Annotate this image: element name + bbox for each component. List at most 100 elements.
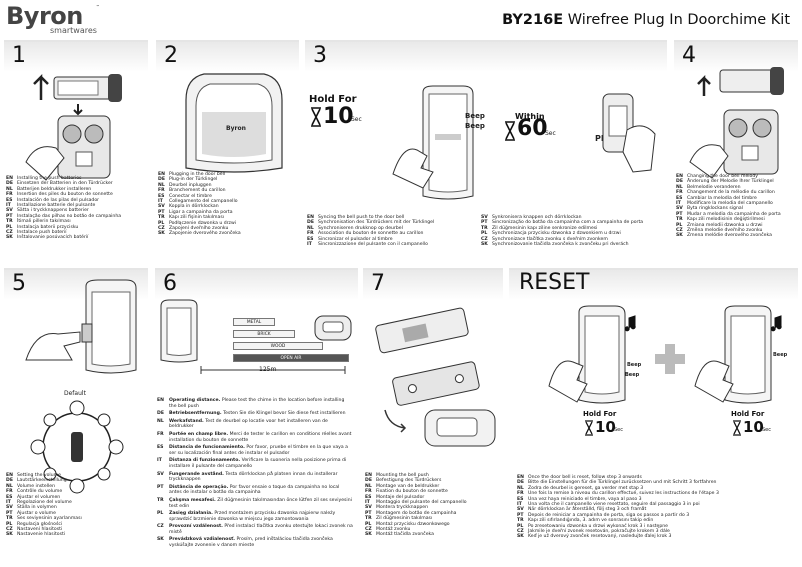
lang-code: SV bbox=[676, 206, 683, 212]
lang-code: EN bbox=[6, 473, 13, 478]
lang-code: NL bbox=[6, 483, 13, 489]
volume-button-illustration bbox=[25, 279, 137, 374]
lang-code: IT bbox=[365, 500, 370, 506]
reset-beep-3: Beep bbox=[773, 352, 788, 358]
lang-code: FR bbox=[158, 188, 165, 194]
lang-code: CZ bbox=[158, 226, 165, 232]
lang-code: TR bbox=[157, 497, 164, 503]
lang-text: Once the door bell is reset, follow step… bbox=[528, 475, 642, 480]
lang-code: CZ bbox=[481, 236, 488, 242]
lang-code: NL bbox=[365, 483, 372, 489]
lang-text: Nastavení hlasitosti bbox=[17, 527, 63, 533]
lang-code: TR bbox=[517, 518, 524, 524]
lang-code: EN bbox=[158, 172, 165, 177]
reset-beep-1: Beep bbox=[627, 362, 642, 368]
lang-code: PT bbox=[6, 510, 13, 516]
distance-value: 125m bbox=[259, 366, 277, 373]
lang-code: CZ bbox=[6, 230, 13, 236]
lang-code: ES bbox=[6, 197, 13, 203]
lang-text: Cambiar la melodía del timbre bbox=[687, 195, 757, 201]
lang-text: Betriebsentfernung. Testen Sie die Kling… bbox=[169, 411, 346, 417]
lang-code: DE bbox=[6, 478, 13, 484]
lang-text: Jakmile je dveřní zvonek resetován, pokr… bbox=[528, 529, 670, 535]
lang-text: Provozní vzdálenost. Před instalací tlač… bbox=[169, 524, 353, 535]
lang-text: Collegamento del campanello bbox=[169, 199, 238, 205]
lang-text: Koppla in dörrklockan bbox=[169, 204, 219, 210]
lang-code: FR bbox=[365, 489, 372, 495]
logo-tm: ™ bbox=[96, 4, 100, 9]
lang-code: FR bbox=[157, 431, 164, 437]
lang-code: FR bbox=[6, 192, 13, 198]
hourglass-icon bbox=[733, 420, 741, 436]
lang-code: SV bbox=[365, 505, 372, 511]
lang-code: EN bbox=[307, 215, 314, 220]
lang-text: Synchronizacja przycisku dzwonka z dzwon… bbox=[492, 231, 621, 237]
lang-text: Volume instellen bbox=[17, 483, 56, 489]
lang-code: TR bbox=[6, 219, 13, 225]
lang-text: Keď je už dverový zvonček resetovaný, na… bbox=[528, 534, 672, 540]
lang-text: Synchronisation des Türdrückers mit der … bbox=[318, 220, 435, 226]
chime-press-illustration bbox=[392, 85, 474, 200]
lang-code: CZ bbox=[676, 228, 683, 234]
lang-code: PT bbox=[157, 484, 164, 490]
lang-text: Ajustar el volumen bbox=[17, 494, 61, 500]
lang-code: IT bbox=[307, 242, 312, 248]
lang-text: Byta ringklockans signal bbox=[687, 206, 743, 212]
plus-icon bbox=[655, 344, 685, 374]
lang-text: Plug-in der Türklingel bbox=[169, 177, 218, 183]
lang-code: ES bbox=[158, 193, 165, 199]
lang-text: Montaje del pulsador bbox=[376, 494, 425, 500]
lang-text: Installazione batterie del pulsante bbox=[17, 203, 96, 209]
reset-title: RESET bbox=[519, 270, 590, 295]
step-number: 3 bbox=[313, 43, 327, 68]
step-number: 5 bbox=[12, 271, 26, 296]
reset-beep-2: Beep bbox=[625, 372, 640, 378]
step-number: 7 bbox=[371, 271, 385, 296]
lang-text: Deurbel inpluggen bbox=[169, 182, 212, 188]
lang-text: Ajustar o volume bbox=[17, 510, 56, 516]
reset-chime-left-illustration bbox=[548, 305, 636, 404]
title-model: BY216E bbox=[502, 12, 564, 28]
lang-text: Zasięg działania. Przed montażem przycis… bbox=[169, 511, 336, 522]
lang-code: DE bbox=[158, 177, 165, 183]
lang-text: Distanza di funzionamento. Verificare la… bbox=[169, 458, 347, 469]
beep-label-2: Beep bbox=[465, 122, 485, 130]
melody-button-illustration bbox=[689, 67, 784, 179]
lang-text: Instalacja baterii przycisku bbox=[17, 224, 79, 230]
lang-code: SK bbox=[517, 534, 524, 540]
lang-text: İtimali pillerin takılması bbox=[17, 219, 71, 225]
lang-code: SV bbox=[157, 471, 164, 477]
lang-row: TR İtimali pillerin takılması bbox=[6, 219, 121, 224]
lang-text: Sätta i tryckknappens batterier bbox=[17, 208, 89, 214]
lang-code: NL bbox=[157, 418, 164, 424]
lang-code: ES bbox=[676, 195, 683, 201]
bell-push-press-illustration bbox=[602, 93, 656, 173]
lang-text: Contrôle du volume bbox=[17, 489, 63, 495]
lang-text: Einsetzen der Batterien in den Türdrücke… bbox=[17, 181, 113, 187]
lang-text: Montage van de beldrukker bbox=[376, 483, 440, 489]
